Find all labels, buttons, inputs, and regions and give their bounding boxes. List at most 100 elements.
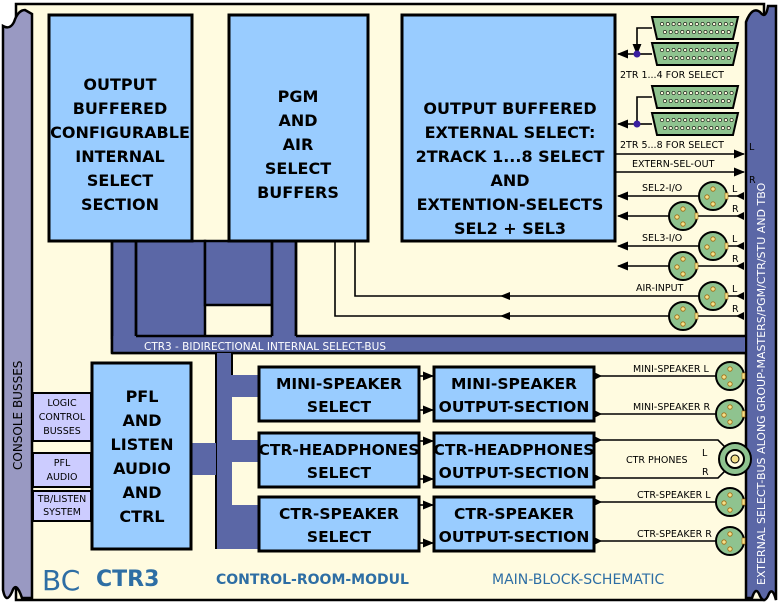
internal-select-line-3: INTERNAL [75, 147, 164, 166]
dsub-pin [668, 56, 673, 60]
internal-select-line-4: SELECT [87, 171, 153, 190]
internal-select-line-2: CONFIGURABLE [50, 123, 190, 142]
ctr-select-line-0: CTR-SPEAKER [279, 505, 399, 523]
ctr-out-line-0: CTR-SPEAKER [454, 505, 574, 523]
dsub-pin [686, 99, 691, 103]
dsub-pin [700, 48, 705, 52]
schematic-title: MAIN-BLOCK-SCHEMATIC [492, 572, 665, 588]
dsub-pin [703, 126, 708, 130]
dsub-pin [674, 99, 679, 103]
extern-sel-out: EXTERN-SEL-OUT L R [616, 142, 756, 186]
ctr-select-line-1: SELECT [307, 528, 372, 546]
dsub-pin [697, 30, 702, 34]
pfl-line-4: AND [122, 483, 161, 502]
pgm-air-line-1: AND [278, 111, 317, 130]
dsub-pin [715, 56, 720, 60]
air-input-label: AIR-INPUT [636, 283, 684, 294]
dsub-pin [660, 118, 664, 122]
dsub-pin [694, 118, 699, 122]
dsub-pin [668, 30, 673, 34]
dsub-pin [677, 48, 682, 52]
dsub-pin [671, 118, 676, 122]
dsub-pin [677, 118, 682, 122]
dsub-pin [721, 30, 725, 34]
extern-sel-out-label: EXTERN-SEL-OUT [632, 159, 715, 170]
hp-out-line-0: CTR-HEADPHONES [434, 441, 595, 459]
dsub-pin [703, 56, 708, 60]
dsub-pin [683, 48, 688, 52]
ctr-phones-label: CTR PHONES [626, 455, 688, 466]
dsub-pin-layer [660, 22, 734, 130]
pgm-air-line-3: SELECT [265, 159, 331, 178]
dsub-pin [706, 91, 711, 95]
side-box-logic-line-2: BUSSES [43, 426, 81, 437]
ctr-speaker-select-block: CTR-SPEAKER SELECT [257, 495, 421, 553]
dsub-pin [715, 126, 720, 130]
external-select-line-3: AND [490, 171, 529, 190]
dsub-pin [706, 118, 711, 122]
dsub-pin [706, 22, 711, 26]
dsub-pin [700, 91, 705, 95]
dsub-pin [709, 99, 714, 103]
dsub-pin [680, 30, 685, 34]
junction-dot [633, 120, 641, 128]
dsub-pin [726, 30, 731, 34]
pfl-line-2: LISTEN [111, 435, 174, 454]
dsub-pin [694, 48, 699, 52]
select-io-wires: SEL2-I/O SEL3-I/O AIR-INPUT L R L R L R [334, 183, 744, 320]
dsub-pin [686, 126, 691, 130]
dsub-pin [665, 91, 670, 95]
mini-speaker-output-block: MINI-SPEAKER OUTPUT-SECTION [432, 365, 596, 423]
dsub-pin [726, 126, 731, 130]
xlr-connector-icon [698, 181, 729, 211]
dsub-pin [680, 56, 685, 60]
external-select-line-0: OUTPUT BUFFERED [423, 99, 596, 118]
junction-dot [633, 50, 641, 58]
dsub-pin [729, 118, 734, 122]
xlr-connector-layer [668, 181, 746, 556]
dsub-pin [712, 118, 717, 122]
internal-select-line-1: BUFFERED [73, 99, 168, 118]
side-box-pfl-line-1: AUDIO [46, 472, 77, 483]
external-select-line-1: EXTERNAL SELECT: [425, 123, 596, 142]
dsub-pin [709, 56, 714, 60]
logo-text: BC [42, 564, 80, 597]
dsub-pin [697, 56, 702, 60]
dsub-pin [697, 99, 702, 103]
side-box-tb-line-1: SYSTEM [43, 507, 81, 518]
xlr-connector-icon [668, 301, 699, 331]
side-box-tb-line-0: TB/LISTEN [37, 494, 87, 505]
dsub-pin [703, 30, 708, 34]
dsub-pin [715, 99, 720, 103]
air-l: L [732, 284, 738, 295]
mini-out-line-1: OUTPUT-SECTION [439, 398, 590, 416]
dsub-pin [689, 48, 693, 52]
ctr-speaker-output-block: CTR-SPEAKER OUTPUT-SECTION [432, 495, 596, 553]
pfl-line-3: AUDIO [113, 459, 171, 478]
bc-logo-icon: BC [42, 564, 80, 597]
pfl-line-5: CTRL [119, 507, 164, 526]
dsub-pin [663, 99, 667, 103]
dsub-pin [665, 118, 670, 122]
dsub-pin [689, 91, 693, 95]
dsub-pin [686, 56, 691, 60]
dsub-pin [712, 48, 717, 52]
xlr-connector-icon [668, 251, 699, 281]
side-box-logic: LOGIC CONTROL BUSSES [32, 392, 92, 442]
dsub-pin [726, 56, 731, 60]
pgm-air-block: PGM AND AIR SELECT BUFFERS [227, 13, 370, 243]
hp-select-line-0: CTR-HEADPHONES [259, 441, 420, 459]
dsub-pin [683, 118, 688, 122]
external-select-line-2: 2TRACK 1...8 SELECT [416, 147, 605, 166]
dsub-pin [703, 99, 708, 103]
pgm-air-line-0: PGM [278, 87, 319, 106]
mini-speaker-select-block: MINI-SPEAKER SELECT [257, 365, 421, 423]
dsub-pin [663, 126, 667, 130]
dsub-pin [694, 22, 699, 26]
console-bus: CONSOLE BUSSES [1, 8, 34, 600]
dsub-pin [663, 56, 667, 60]
xlr-connector-icon [698, 231, 729, 261]
side-box-logic-line-1: CONTROL [39, 412, 86, 423]
dsub-pin [723, 118, 728, 122]
xlr-output-connector-icon [715, 526, 746, 556]
